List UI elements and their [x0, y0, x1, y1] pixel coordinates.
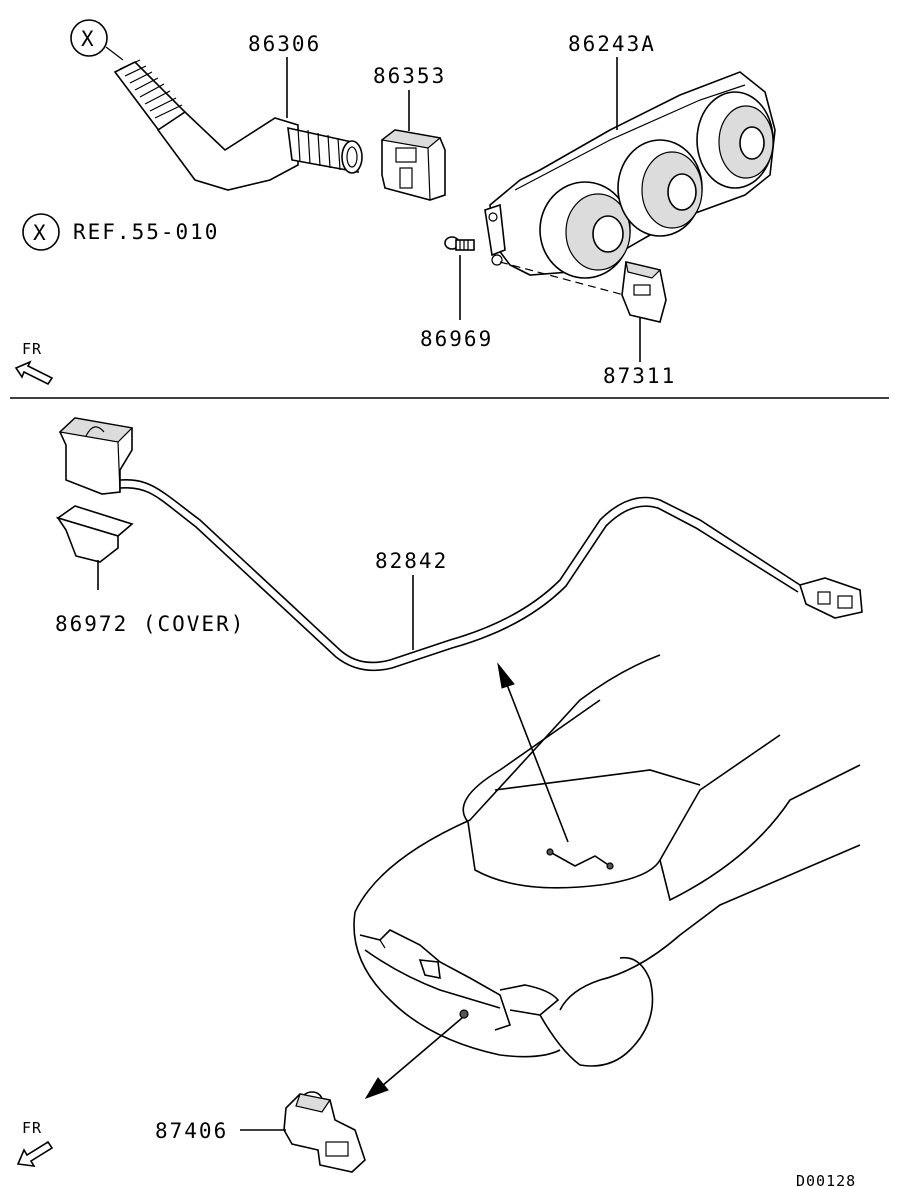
screw-86969 [444, 236, 475, 320]
fr-indicator-bottom: FR [16, 1119, 54, 1167]
label-86969: 86969 [420, 327, 493, 351]
label-86243A: 86243A [568, 32, 656, 56]
control-panel-86243A [484, 57, 776, 279]
label-86306: 86306 [248, 32, 321, 56]
label-86972: 86972 (COVER) [55, 612, 245, 636]
harness-82842 [58, 417, 863, 672]
duct-hose-86306 [113, 57, 363, 191]
fr-bottom-text: FR [22, 1119, 42, 1137]
sensor-87406 [240, 1091, 366, 1173]
ref-text: REF.55-010 [73, 220, 219, 244]
fr-arrow-icon [16, 1140, 54, 1167]
circle-x-icon [22, 213, 60, 251]
cover-86972 [56, 505, 134, 590]
sensor-86353 [380, 90, 446, 201]
circle-x-icon [70, 19, 108, 57]
label-86353: 86353 [373, 64, 446, 88]
ref-marker-legend-text: X [33, 221, 48, 245]
fr-indicator-top: FR [14, 340, 54, 386]
fr-top-text: FR [22, 340, 42, 358]
pointer-arrows [364, 662, 569, 1099]
label-87311: 87311 [603, 364, 676, 388]
label-82842: 82842 [375, 549, 448, 573]
ref-marker-top: X [70, 19, 124, 61]
ref-marker-top-text: X [81, 27, 96, 51]
diagram-code: D00128 [796, 1172, 856, 1187]
clip-87311 [499, 261, 667, 362]
vehicle-outline [353, 654, 861, 1067]
label-87406: 87406 [155, 1119, 228, 1143]
fr-arrow-icon [14, 360, 54, 386]
ref-legend: X REF.55-010 [22, 213, 219, 251]
